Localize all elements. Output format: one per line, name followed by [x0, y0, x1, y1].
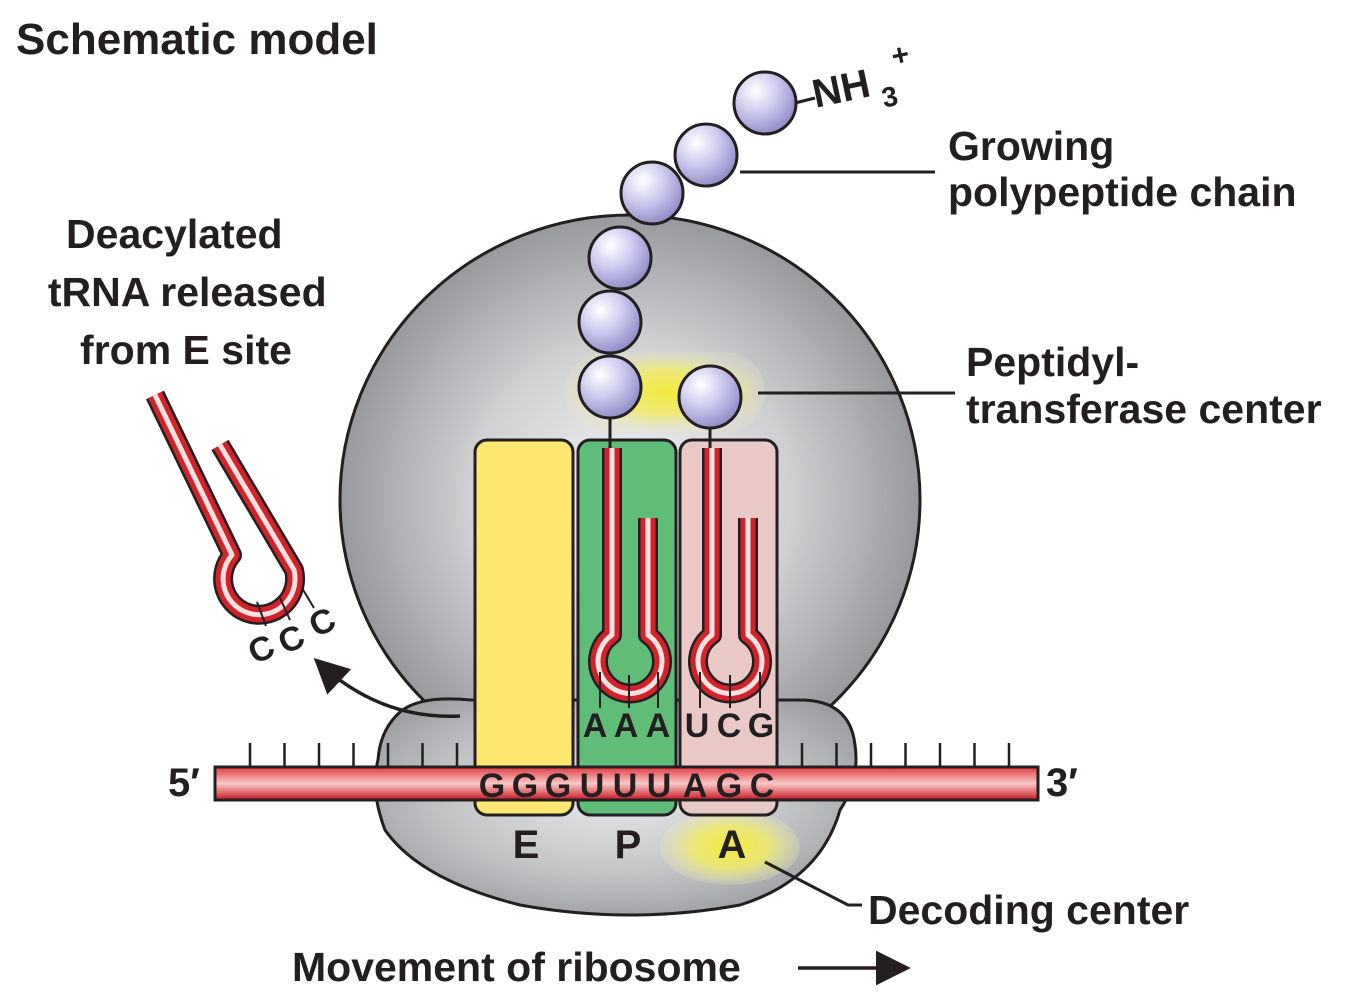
p-anticodon-1: A — [583, 707, 608, 745]
amino-acid-residue — [677, 364, 743, 430]
a-anticodon-1: U — [685, 707, 710, 745]
release-arrow — [313, 658, 461, 718]
mrna-base-9: C — [750, 767, 775, 805]
released-trna — [145, 390, 315, 627]
amino-acid-residue — [673, 122, 739, 188]
growing-chain-label: Growing polypeptide chain — [948, 123, 1297, 215]
p-site-label: P — [615, 823, 642, 867]
p-anticodon-3: A — [646, 707, 671, 745]
svg-text:3: 3 — [879, 80, 901, 114]
three-prime-label: 3′ — [1046, 761, 1078, 805]
a-site-label: A — [718, 823, 747, 867]
mrna-strand — [213, 765, 1040, 802]
mrna-base-4: U — [580, 767, 605, 805]
diagram-title: Schematic model — [16, 15, 378, 64]
svg-text:+: + — [888, 38, 912, 74]
amino-acid-residue — [619, 160, 685, 226]
p-site-trna — [588, 448, 672, 708]
a-anticodon-2: C — [717, 707, 742, 745]
mrna-base-8: G — [716, 767, 742, 805]
amino-acid-residue — [587, 225, 653, 291]
movement-label: Movement of ribosome — [292, 944, 741, 990]
a-site-trna — [688, 448, 772, 708]
mrna-base-1: G — [479, 767, 505, 805]
peptidyl-transferase-label: Peptidyl- transferase center — [966, 339, 1322, 432]
mrna-base-2: G — [512, 767, 538, 805]
polypeptide-chain — [577, 70, 798, 430]
a-site-box — [678, 438, 779, 817]
decoding-leader — [764, 860, 862, 907]
released-anticodon-3: C — [303, 600, 341, 645]
deacylated-trna-label: Deacylated tRNA released from E site — [48, 211, 338, 373]
five-prime-label: 5′ — [168, 761, 200, 805]
mrna-base-3: G — [545, 767, 571, 805]
released-anticodon-2: C — [272, 617, 310, 662]
amino-acid-residue — [577, 354, 643, 420]
mrna-base-5: U — [613, 767, 638, 805]
p-site-box — [576, 438, 678, 817]
amino-terminus-label: NH 3 + — [808, 38, 912, 117]
a-anticodon-3: G — [748, 707, 774, 745]
decoding-center-highlight — [660, 809, 800, 885]
svg-text:NH: NH — [808, 62, 874, 117]
decoding-center-label: Decoding center — [868, 887, 1189, 933]
amino-acid-residue — [732, 70, 798, 136]
e-site-label: E — [513, 823, 540, 867]
e-site-box — [473, 438, 575, 817]
mrna-base-6: U — [647, 767, 672, 805]
mrna-base-7: A — [683, 767, 708, 805]
amino-acid-residue — [577, 289, 643, 355]
p-anticodon-2: A — [614, 707, 639, 745]
